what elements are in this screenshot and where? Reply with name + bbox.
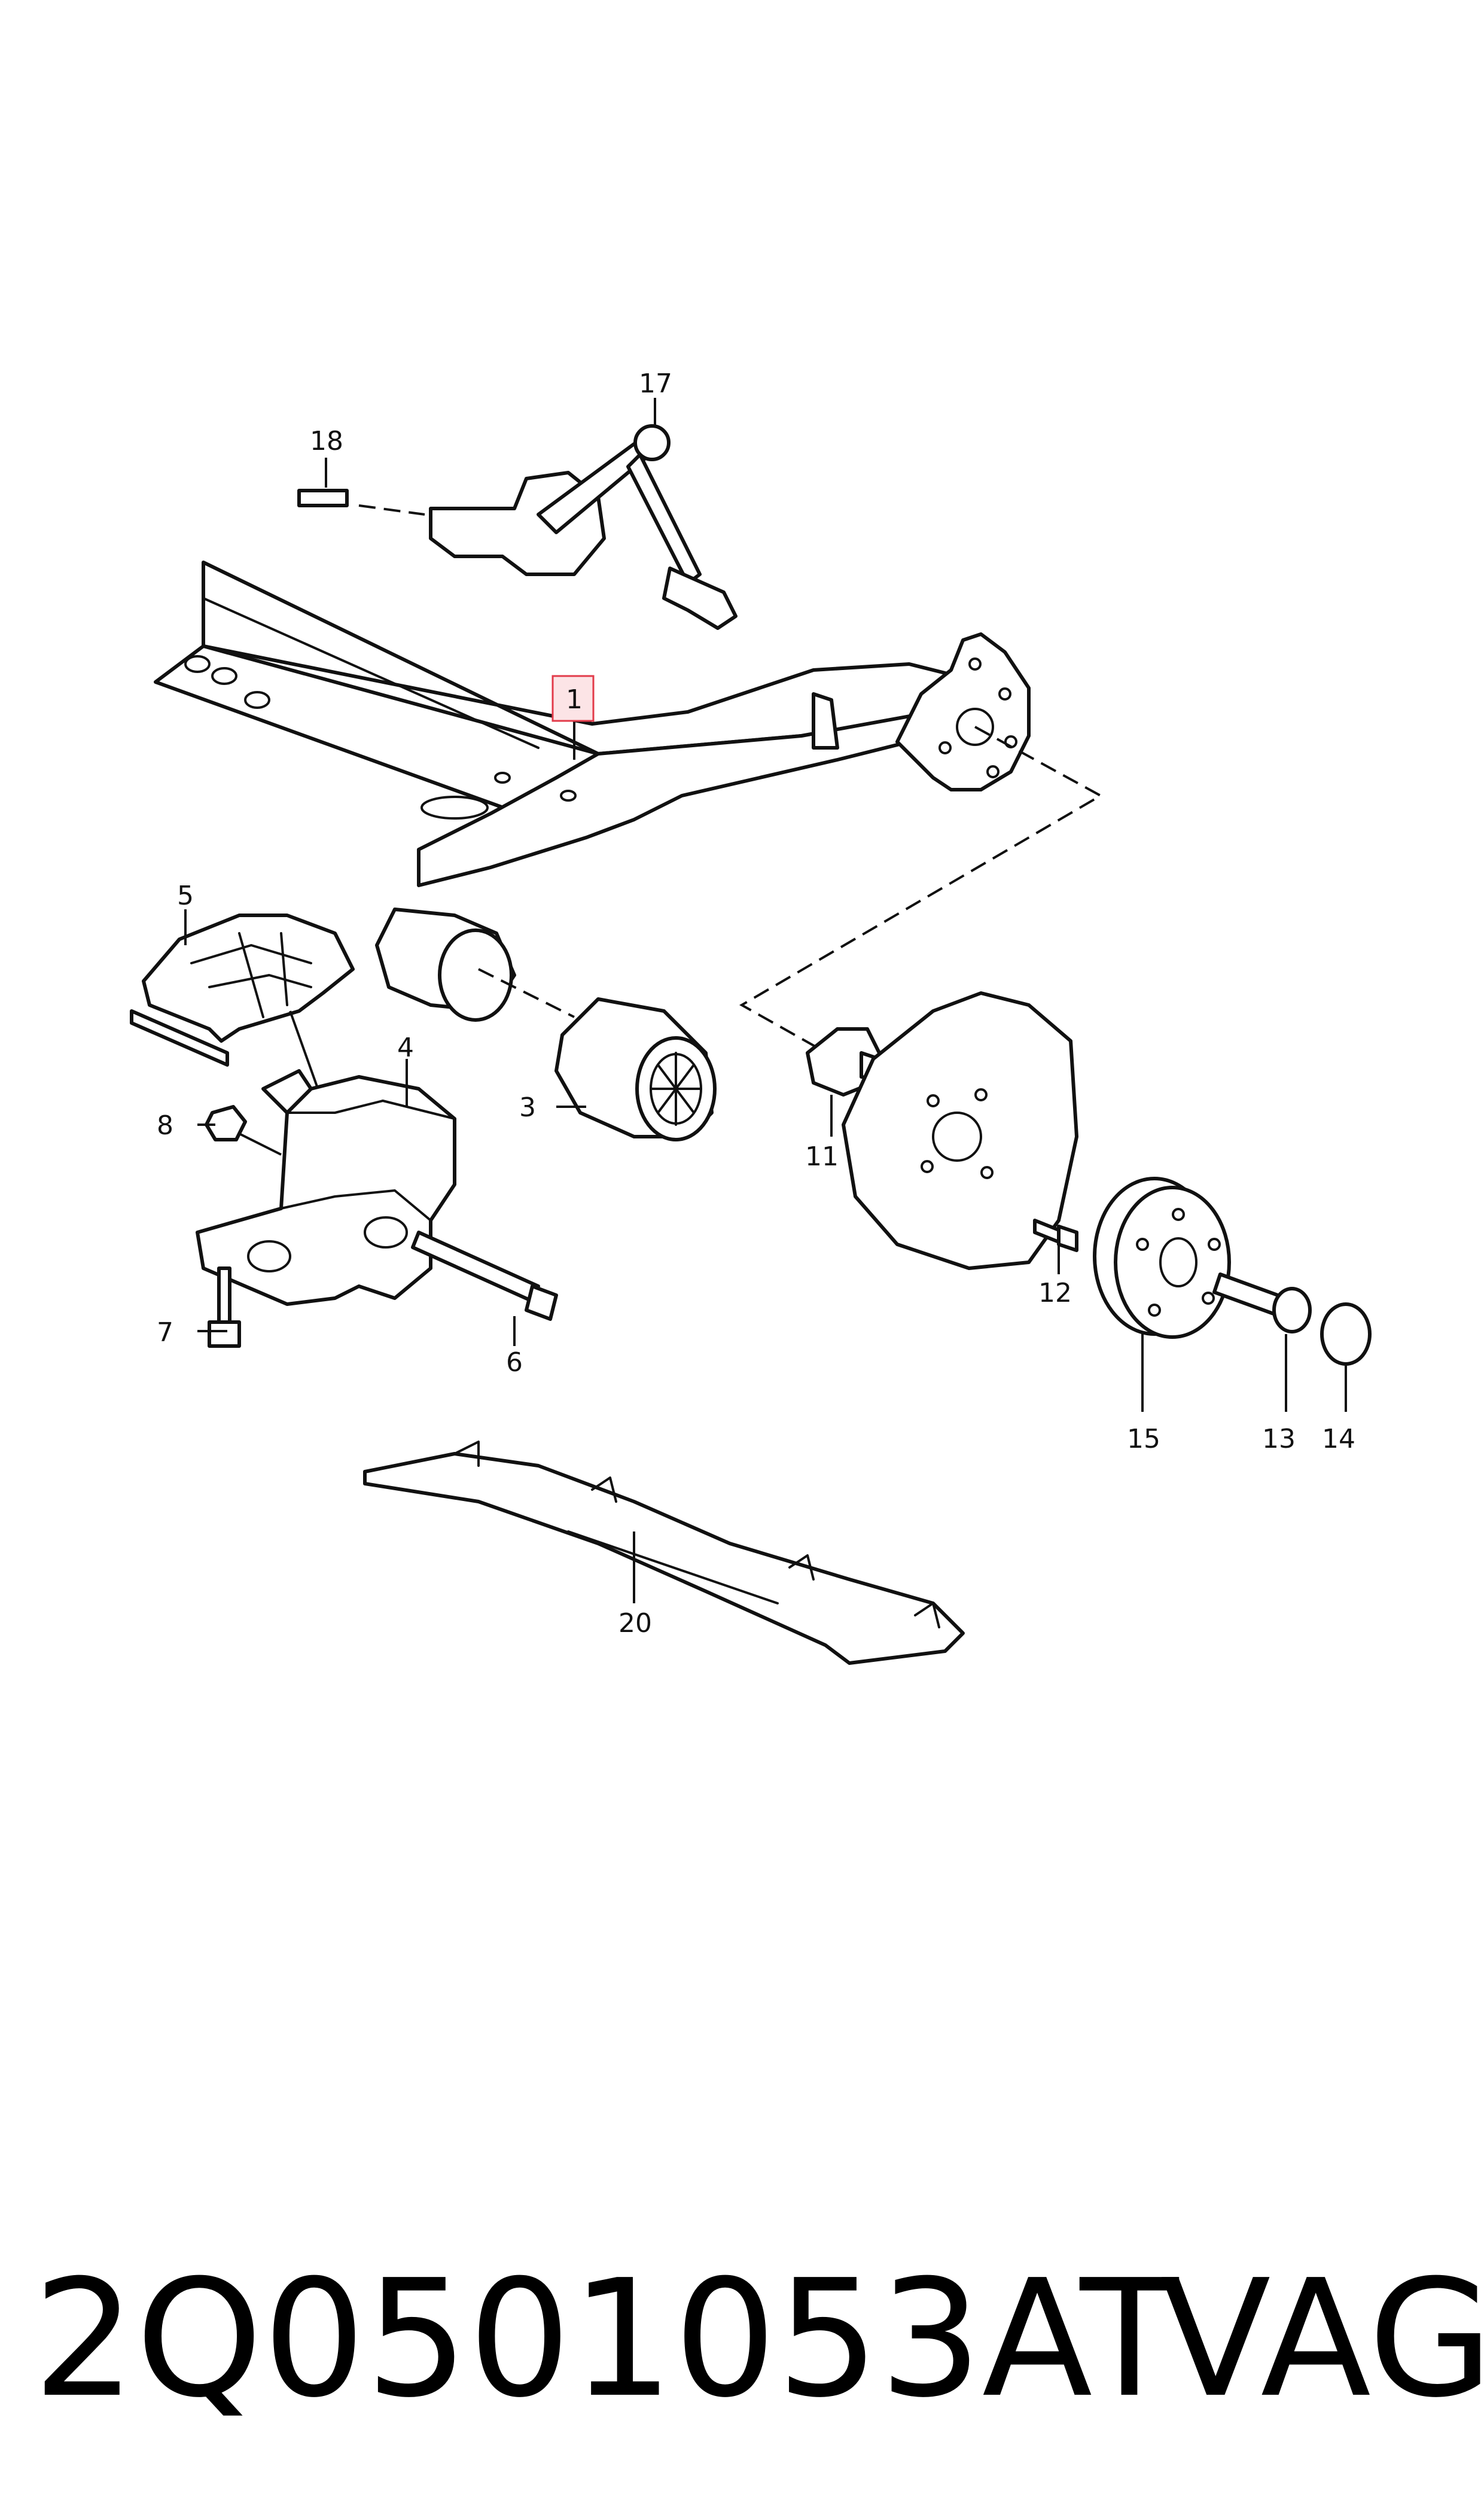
leader-lines (184, 398, 1347, 1603)
wheel-hub (1093, 1177, 1231, 1339)
callout-6: 6 (506, 1347, 523, 1378)
brake-backing-plate (842, 991, 1078, 1270)
callout-4: 4 (397, 1033, 414, 1063)
callout-labels: 1 3 4 5 6 7 8 11 12 13 14 15 17 18 20 (157, 369, 1355, 1639)
footer: 2Q0501053AT VAG (33, 2245, 1484, 2433)
callout-8: 8 (157, 1110, 173, 1141)
bolt-7 (208, 1266, 241, 1348)
callout-14: 14 (1322, 1424, 1355, 1454)
rear-axle-exploded-diagram: 1 3 4 5 6 7 8 11 12 13 14 15 17 18 20 (130, 369, 1372, 1665)
callout-13: 13 (1262, 1424, 1296, 1454)
callout-18: 18 (310, 426, 343, 456)
bolt-13 (1212, 1272, 1312, 1333)
bolt-6 (411, 1231, 558, 1321)
level-sensor (297, 424, 738, 630)
dust-cap (1320, 1302, 1372, 1366)
callout-20: 20 (618, 1608, 652, 1639)
nut-8 (205, 1105, 282, 1156)
bonded-rubber-bush (554, 997, 717, 1141)
rear-axle-beam (154, 561, 1104, 1060)
callout-15: 15 (1127, 1424, 1160, 1454)
callout-1: 1 (566, 684, 583, 715)
callout-17: 17 (639, 369, 672, 399)
callout-7: 7 (157, 1317, 173, 1348)
callout-3: 3 (519, 1092, 536, 1123)
callout-12: 12 (1038, 1278, 1072, 1308)
callout-11: 11 (805, 1141, 839, 1172)
brand-label: VAG (1160, 2245, 1484, 2433)
part-number: 2Q0501053AT (33, 2245, 1179, 2433)
underbody-cover (363, 1441, 965, 1665)
callout-1-highlight-box (551, 675, 595, 722)
bracket-shield (130, 914, 355, 1137)
callout-5: 5 (177, 881, 194, 911)
axle-mounting-bracket (196, 1069, 456, 1306)
